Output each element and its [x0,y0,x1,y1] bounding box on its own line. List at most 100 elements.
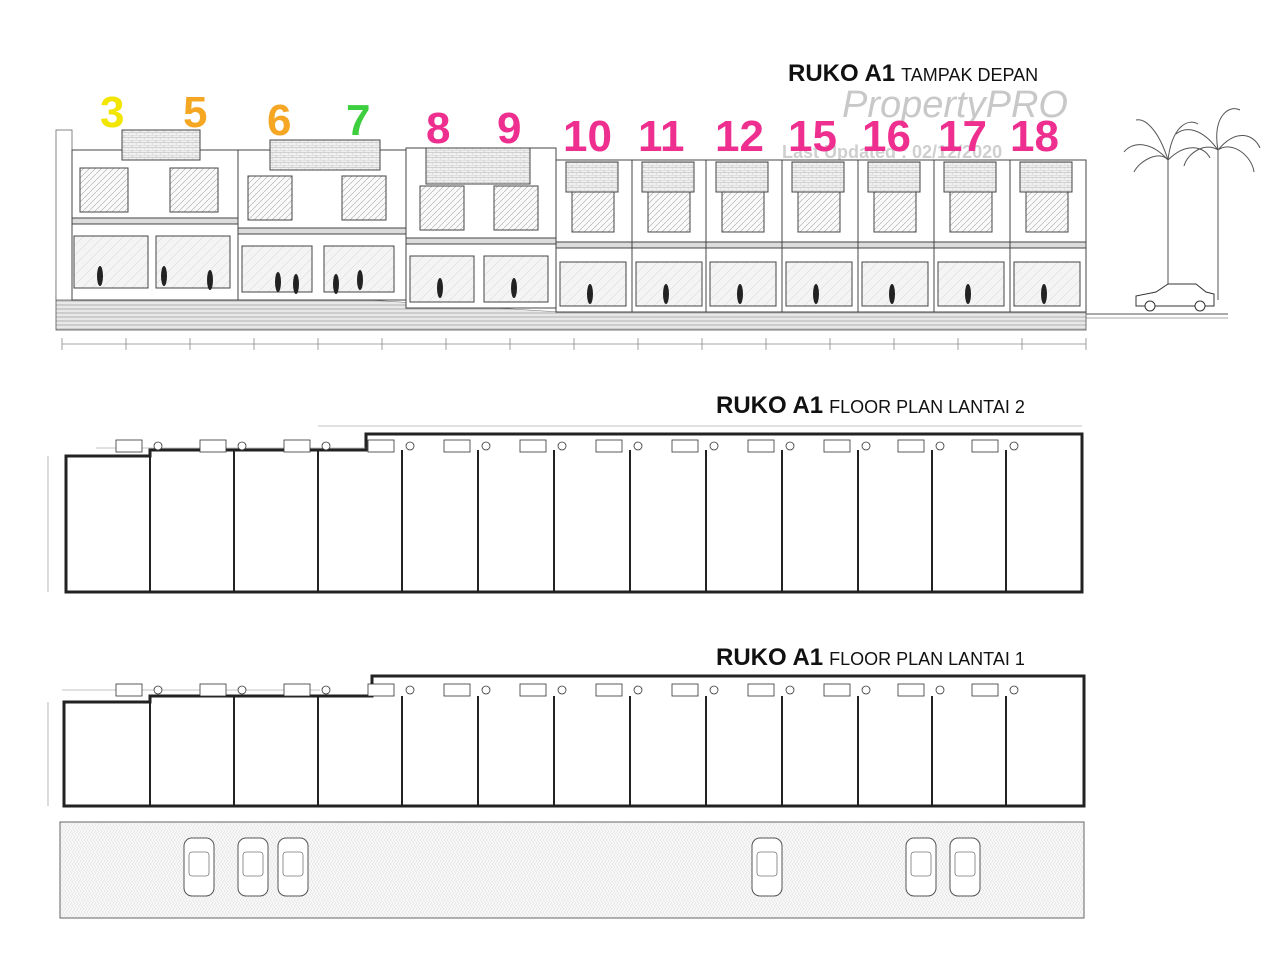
brick-parapet [715,161,769,193]
stair-fixture [747,683,775,697]
stair-fixture [519,683,547,697]
stair-fixture [519,439,547,453]
floor-plan-lantai-1 [47,674,1086,919]
elevation-dimension-ticks [61,338,1087,350]
car-roof [756,851,778,877]
person-figure [587,284,593,304]
person-figure [889,284,895,304]
shopfront-glass [785,261,853,307]
person-figure [1041,284,1047,304]
car-top-view [751,837,783,897]
person-figure [293,274,299,294]
stair-fixture [443,439,471,453]
brick-parapet [641,161,695,193]
unit-label-7: 7 [346,96,371,145]
car-top-view [183,837,215,897]
car-elevation [1135,283,1215,312]
toilet-fixture [481,441,491,451]
watermark-brand: PropertyPRO [842,84,1068,126]
stair-fixture [671,683,699,697]
elevation-title-main: RUKO A1 [788,60,896,87]
stair-fixture [823,683,851,697]
upper-window [797,191,841,233]
stair-fixture [595,683,623,697]
car-roof [188,851,210,877]
stair-fixture [283,439,311,453]
plan2-partitions [115,439,1019,592]
plan1-partitions [115,683,1019,806]
toilet-fixture [709,685,719,695]
toilet-fixture [633,441,643,451]
shopfront-glass [937,261,1005,307]
toilet-fixture [785,685,795,695]
stair-fixture [971,683,999,697]
stair-fixture [897,683,925,697]
toilet-fixture [861,441,871,451]
unit-label-8: 8 [426,104,451,153]
person-figure [207,270,213,290]
person-figure [333,274,339,294]
plan1-title-main: RUKO A1 [716,644,824,671]
upper-window [949,191,993,233]
toilet-fixture [785,441,795,451]
stair-fixture [747,439,775,453]
stair-fixture [897,439,925,453]
stair-fixture [199,683,227,697]
toilet-fixture [321,685,331,695]
stair-fixture [199,439,227,453]
unit-label-18: 18 [1010,112,1059,161]
brick-parapet [1019,161,1073,193]
stair-fixture [671,439,699,453]
toilet-fixture [709,441,719,451]
car-top-view [237,837,269,897]
unit-label-6: 6 [267,96,292,145]
toilet-fixture [321,441,331,451]
floor-plan-lantai-2 [47,425,1084,594]
upper-window [571,191,615,233]
stair-fixture [367,439,395,453]
stair-fixture [115,683,143,697]
brick-parapet [791,161,845,193]
person-figure [437,278,443,298]
unit-label-10: 10 [563,112,612,161]
elevation-title-sub: TAMPAK DEPAN [901,65,1039,85]
stair-fixture [595,439,623,453]
toilet-fixture [237,441,247,451]
shopfront-glass [861,261,929,307]
toilet-fixture [935,441,945,451]
unit-label-15: 15 [788,112,837,161]
shopfront-glass [559,261,627,307]
toilet-fixture [633,685,643,695]
upper-window [721,191,765,233]
car-top-view [905,837,937,897]
upper-window [1025,191,1069,233]
car-top-view [949,837,981,897]
upper-window [647,191,691,233]
watermark-updated: Last Updated : 02/12/2020 [782,142,1003,162]
palm-trees [1123,108,1261,300]
person-figure [357,270,363,290]
toilet-fixture [935,685,945,695]
front-elevation-drawing [55,108,1261,350]
toilet-fixture [557,441,567,451]
brick-parapet [943,161,997,193]
toilet-fixture [153,685,163,695]
unit-label-9: 9 [497,104,522,153]
car-roof [282,851,304,877]
toilet-fixture [405,441,415,451]
person-figure [663,284,669,304]
shopfront-glass [635,261,703,307]
upper-window [873,191,917,233]
unit-label-17: 17 [938,112,987,161]
elevation-bays [97,160,1081,312]
brick-parapet [867,161,921,193]
stair-fixture [971,439,999,453]
plan1-title-sub: FLOOR PLAN LANTAI 1 [829,649,1025,669]
stair-fixture [367,683,395,697]
stair-fixture [115,439,143,453]
parked-cars [183,837,981,897]
car-roof [910,851,932,877]
person-figure [737,284,743,304]
plan2-title-sub: FLOOR PLAN LANTAI 2 [829,397,1025,417]
